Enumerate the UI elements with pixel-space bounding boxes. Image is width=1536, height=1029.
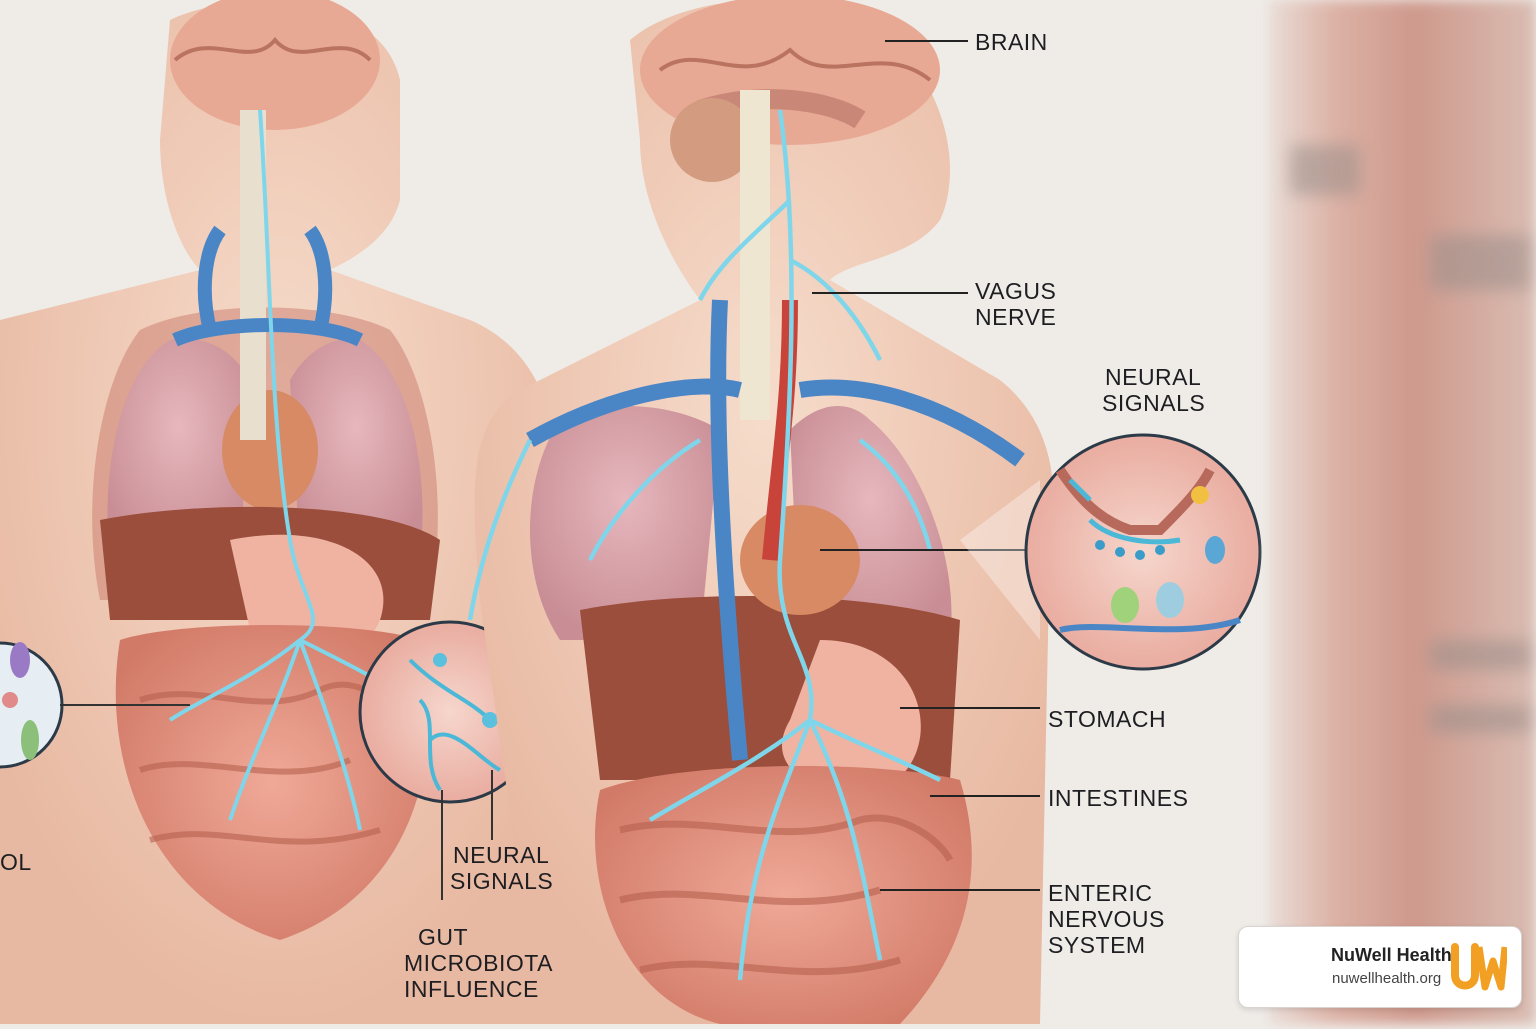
nuwell-logo-icon <box>1451 943 1507 991</box>
label-neural-signals-right-line1: NEURAL <box>1105 364 1202 390</box>
label-vagus-nerve-line2: NERVE <box>975 304 1057 330</box>
brand-name: NuWell Health <box>1331 945 1452 965</box>
label-cut-off: OL <box>0 849 32 875</box>
label-neural-signals-right-line2: SIGNALS <box>1102 390 1206 416</box>
label-gut-microbiota-line2: MICROBIOTA <box>404 950 553 976</box>
nuwell-health-badge[interactable]: NuWell Health nuwellhealth.org <box>1238 926 1522 1008</box>
label-gut-microbiota-line3: INFLUENCE <box>404 976 539 1002</box>
label-intestines: INTESTINES <box>1048 785 1189 811</box>
label-enteric-line1: ENTERIC <box>1048 880 1153 906</box>
label-vagus-nerve-line1: VAGUS <box>975 278 1057 304</box>
label-gut-microbiota-line1: GUT <box>418 924 469 950</box>
label-neural-signals-left-line1: NEURAL <box>453 842 550 868</box>
blurred-text-block <box>1430 235 1530 290</box>
main-figure <box>467 0 1054 1024</box>
label-enteric-line2: NERVOUS <box>1048 906 1165 932</box>
blurred-text-block <box>1290 145 1360 195</box>
label-brain: BRAIN <box>975 29 1048 55</box>
label-enteric-line3: SYSTEM <box>1048 932 1146 958</box>
microbiota-inset <box>0 641 190 769</box>
right-neural-inset <box>960 433 1262 671</box>
label-stomach: STOMACH <box>1048 706 1167 732</box>
brand-url[interactable]: nuwellhealth.org <box>1332 970 1442 987</box>
blurred-text-block <box>1430 705 1530 733</box>
label-neural-signals-left-line2: SIGNALS <box>450 868 554 894</box>
blurred-text-block <box>1430 640 1530 670</box>
